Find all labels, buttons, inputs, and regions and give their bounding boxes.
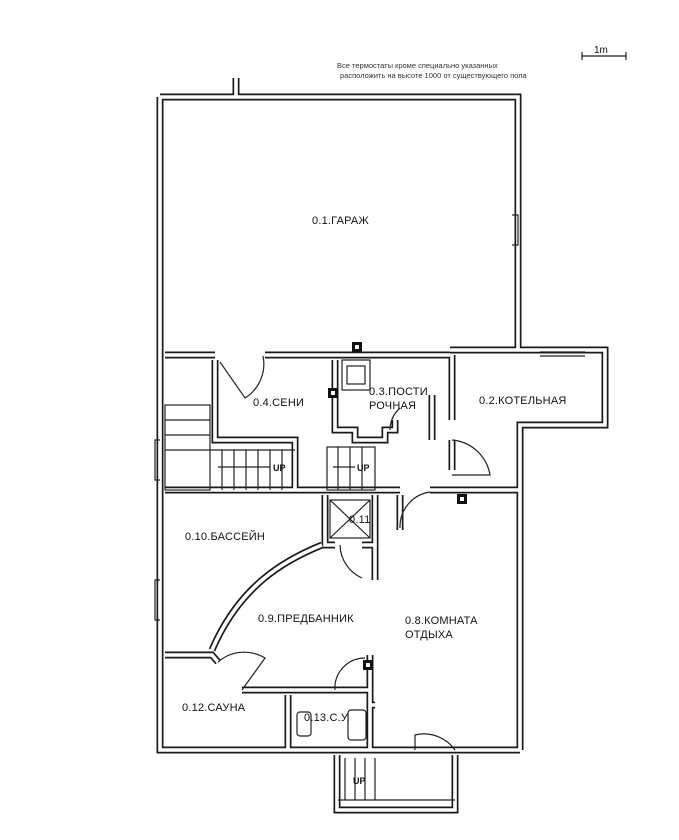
thermostat-icon (352, 342, 362, 352)
door-arc (217, 651, 266, 691)
scale-bar: 1m (581, 45, 627, 60)
toilet (296, 711, 312, 737)
washer (341, 359, 371, 391)
window (154, 439, 160, 481)
door-arc (414, 733, 456, 751)
room-label-garage: 0.1.ГАРАЖ (312, 215, 369, 227)
room-label-shower: 0.11 (349, 514, 370, 526)
door-arc (339, 544, 363, 579)
room-label-laundry: 0.3.ПОСТИ (369, 386, 428, 398)
room-label-lounge: 0.8.КОМНАТА (405, 615, 478, 627)
room-label-hall: 0.4.СЕНИ (253, 397, 304, 409)
garage-opening (512, 214, 519, 246)
thermostat-icon (363, 660, 373, 670)
door-arc (399, 491, 431, 529)
stairs-entry (338, 758, 455, 801)
note-line-2: расположить на высоте 1000 от существующ… (340, 71, 528, 80)
note-line-1: Все термостаты кроме специально указанны… (337, 61, 498, 70)
door-arc (389, 407, 401, 431)
stairs-left (164, 404, 295, 491)
room-label-pool: 0.10.БАССЕЙН (185, 530, 265, 543)
door-arc (451, 439, 491, 476)
room-label-lounge-2: ОТДЫХА (405, 629, 453, 641)
scale-label: 1m (594, 45, 608, 56)
shower-tray (329, 499, 371, 539)
thermostat-icon (457, 494, 467, 504)
stairs-up-label: UP (357, 463, 370, 473)
thermostat-icon (328, 388, 338, 398)
stairs-up-label: UP (353, 776, 366, 786)
room-label-boiler: 0.2.КОТЕЛЬНАЯ (479, 395, 567, 407)
sink (347, 709, 367, 741)
room-label-laundry-2: РОЧНАЯ (369, 400, 416, 412)
door-arc (334, 657, 366, 691)
window (154, 579, 160, 621)
room-label-wc: 0.13.С.У. (304, 712, 350, 724)
stairs-middle (326, 446, 376, 491)
room-label-sauna: 0.12.САУНА (182, 702, 246, 714)
door-arc (219, 355, 265, 399)
room-label-anteroom: 0.9.ПРЕДБАННИК (258, 613, 354, 625)
stairs-up-label: UP (273, 463, 286, 473)
